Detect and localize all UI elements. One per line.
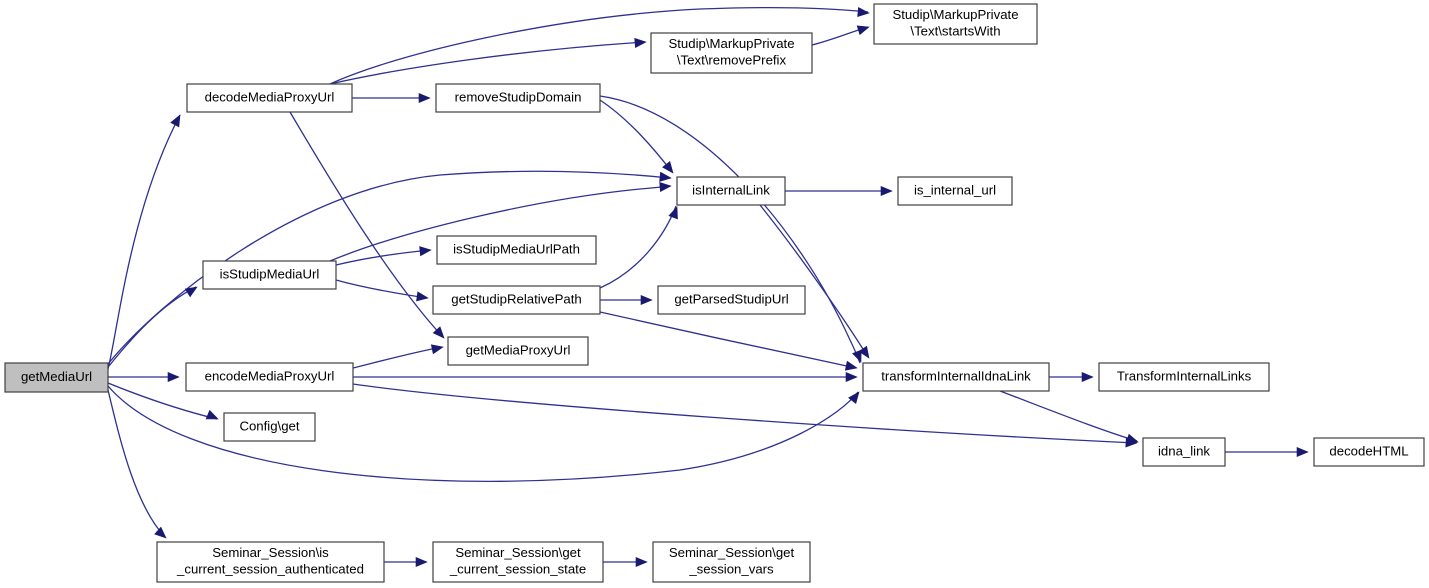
node-box-startsWith[interactable]: [873, 3, 1038, 45]
edge-getMediaUrl-to-isInternalLink: [107, 170, 671, 365]
arrowhead-isInternalLink->transformInternalIdnaLink: [858, 345, 870, 359]
node-isInternalLink[interactable]: isInternalLink: [676, 176, 786, 206]
node-Config\get[interactable]: Config\get: [223, 412, 316, 442]
arrowhead-transformInternalIdnaLink->idna_link: [1125, 433, 1139, 444]
node-getMediaUrl[interactable]: getMediaUrl: [4, 362, 109, 393]
node-startsWith[interactable]: Studip\MarkupPrivate\Text\startsWith: [873, 3, 1038, 45]
arrowhead-getMediaUrl->isCurrentSessionAuth: [154, 526, 167, 539]
node-isStudipMediaUrl[interactable]: isStudipMediaUrl: [202, 260, 337, 290]
node-idna_link[interactable]: idna_link: [1142, 437, 1226, 467]
node-box-isStudipMediaUrl[interactable]: [202, 260, 337, 290]
edge-decodeMediaProxyUrl-to-removePrefix: [329, 41, 646, 85]
edge-getMediaUrl-to-is_current_session_authenticated: [107, 389, 166, 538]
node-box-decodeMediaProxyUrl[interactable]: [186, 83, 353, 113]
node-get_session_vars[interactable]: Seminar_Session\get_session_vars: [652, 541, 811, 583]
nodes-layer: getMediaUrl decodeMediaProxyUrl removeStud…: [4, 3, 1425, 583]
node-box-Config\get[interactable]: [223, 412, 316, 442]
arrowhead-removeStudipDomain->isInternalLink: [662, 160, 674, 174]
node-is_current_session_authenticated[interactable]: Seminar_Session\is_current_session_authe…: [156, 541, 385, 583]
arrowhead-getStudipRelativePath->transformInternalIdnaLink: [844, 360, 858, 371]
node-is_internal_url[interactable]: is_internal_url: [897, 176, 1013, 206]
arrowhead-getStudipRelativePath->getParsedStudipUrl: [640, 294, 653, 306]
node-box-transformInternalIdnaLink[interactable]: [862, 362, 1050, 392]
arrowhead-isInternalLink->is_internal_url: [880, 185, 893, 197]
arrowhead-getMediaUrl->isStudipMediaUrl: [184, 286, 198, 298]
edge-transformInternalIdnaLink-to-idna_link: [999, 390, 1138, 442]
node-get_current_session_state[interactable]: Seminar_Session\get_current_session_stat…: [432, 541, 604, 583]
arrowhead-getCurrentSessionState->getSessionVars: [635, 556, 648, 568]
node-getStudipRelativePath[interactable]: getStudipRelativePath: [432, 285, 601, 315]
arrowhead-removeStudipDomain->transformInternalIdnaLink: [852, 349, 862, 363]
edge-getMediaUrl-to-transformInternalIdnaLink: [107, 385, 859, 482]
arrowhead-idna_link->decodeHTML: [1296, 446, 1309, 458]
arrowhead-encodeMediaProxyUrl->getMediaProxyUrl: [430, 344, 444, 355]
node-box-TransformInternalLinks[interactable]: [1098, 362, 1270, 392]
arrowhead-getMediaUrl->decodeMediaProxyUrl: [170, 114, 181, 128]
node-box-isStudipMediaUrlPath[interactable]: [436, 235, 597, 265]
edge-isStudipMediaUrl-to-isStudipMediaUrlPath: [335, 249, 431, 266]
node-box-getMediaProxyUrl[interactable]: [447, 336, 589, 366]
arrowhead-isStudipMediaUrl->getStudipRelativePath: [416, 291, 429, 302]
edge-isInternalLink-to-transformInternalIdnaLink: [759, 204, 869, 358]
node-transformInternalIdnaLink[interactable]: transformInternalIdnaLink: [862, 362, 1050, 392]
node-removeStudipDomain[interactable]: removeStudipDomain: [435, 83, 601, 113]
arrowhead-encodeMediaProxyUrl->transformInternalIdnaLink: [845, 371, 858, 383]
arrowhead-removePrefix->startsWith: [856, 25, 870, 36]
node-box-get_session_vars[interactable]: [652, 541, 811, 583]
node-box-encodeMediaProxyUrl[interactable]: [185, 362, 354, 392]
arrowhead-getMediaUrl->transformInternalIdnaLink: [848, 391, 860, 405]
node-removePrefix[interactable]: Studip\MarkupPrivate\Text\removePrefix: [650, 32, 813, 74]
arrowhead-decodeMediaProxyUrl->startsWith: [857, 6, 870, 18]
edge-decodeMediaProxyUrl-to-startsWith: [329, 6, 869, 85]
node-box-removePrefix[interactable]: [650, 32, 813, 74]
arrowhead-transformInternalIdnaLink->TransformInternalLinks: [1081, 371, 1094, 383]
edge-removeStudipDomain-to-transformInternalIdnaLink: [599, 95, 861, 364]
node-box-getParsedStudipUrl[interactable]: [657, 285, 806, 315]
arrowhead-decodeMediaProxyUrl->removePrefix: [634, 37, 647, 49]
node-box-decodeHTML[interactable]: [1313, 437, 1425, 467]
edge-removeStudipDomain-to-isInternalLink: [599, 99, 673, 173]
edge-decodeMediaProxyUrl-to-getMediaProxyUrl: [289, 111, 444, 338]
arrowhead-decodeMediaProxyUrl->getMediaProxyUrl: [432, 326, 445, 339]
node-box-isInternalLink[interactable]: [676, 176, 786, 206]
edge-isStudipMediaUrl-to-isInternalLink: [329, 185, 671, 262]
arrowhead-isCurrentSessionAuth->getCurrentSessionState: [415, 556, 428, 568]
node-box-get_current_session_state[interactable]: [432, 541, 604, 583]
node-box-removeStudipDomain[interactable]: [435, 83, 601, 113]
edge-getStudipRelativePath-to-isInternalLink: [599, 205, 677, 289]
arrowheads-layer: [154, 6, 1309, 568]
arrowhead-getMediaUrl->ConfigGet: [205, 409, 219, 420]
node-box-is_current_session_authenticated[interactable]: [156, 541, 385, 583]
arrowhead-getMediaUrl->isInternalLink: [659, 171, 672, 182]
node-decodeMediaProxyUrl[interactable]: decodeMediaProxyUrl: [186, 83, 353, 113]
node-box-getStudipRelativePath[interactable]: [432, 285, 601, 315]
edge-getMediaUrl-to-Config\get: [107, 382, 218, 420]
node-getParsedStudipUrl[interactable]: getParsedStudipUrl: [657, 285, 806, 315]
node-getMediaProxyUrl[interactable]: getMediaProxyUrl: [447, 336, 589, 366]
node-isStudipMediaUrlPath[interactable]: isStudipMediaUrlPath: [436, 235, 597, 265]
node-box-idna_link[interactable]: [1142, 437, 1226, 467]
arrowhead-isStudipMediaUrl->isStudipMediaUrlPath: [419, 246, 432, 257]
edge-getMediaUrl-to-decodeMediaProxyUrl: [107, 114, 181, 370]
node-box-is_internal_url[interactable]: [897, 176, 1013, 206]
arrowhead-decodeMediaProxyUrl->removeStudipDomain: [418, 92, 431, 104]
arrowhead-getStudipRelativePath->isInternalLink: [668, 206, 678, 220]
arrowhead-getMediaUrl->encodeMediaProxyUrl: [167, 371, 180, 383]
node-decodeHTML[interactable]: decodeHTML: [1313, 437, 1425, 467]
edge-isStudipMediaUrl-to-getStudipRelativePath: [335, 279, 428, 299]
node-TransformInternalLinks[interactable]: TransformInternalLinks: [1098, 362, 1270, 392]
node-box-getMediaUrl[interactable]: [4, 362, 109, 393]
edge-encodeMediaProxyUrl-to-getMediaProxyUrl: [352, 346, 443, 369]
edge-encodeMediaProxyUrl-to-idna_link: [352, 383, 1137, 444]
arrowhead-isStudipMediaUrl->isInternalLink: [659, 181, 672, 193]
node-encodeMediaProxyUrl[interactable]: encodeMediaProxyUrl: [185, 362, 354, 392]
edge-getStudipRelativePath-to-transformInternalIdnaLink: [599, 311, 857, 369]
